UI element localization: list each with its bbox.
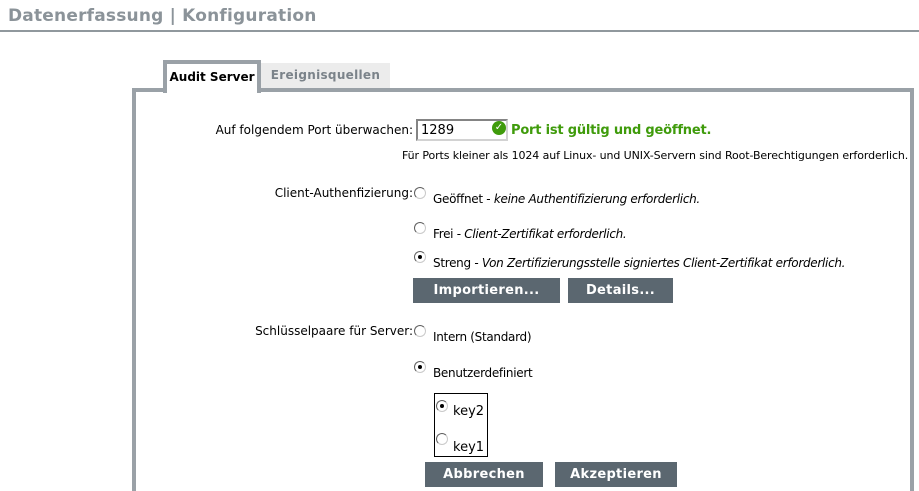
tab-ereignisquellen[interactable]: Ereignisquellen <box>261 63 390 88</box>
panel-border-left <box>132 88 136 491</box>
radio-intern[interactable] <box>414 325 426 337</box>
port-input[interactable] <box>416 119 508 141</box>
port-hint-text: Für Ports kleiner als 1024 auf Linux- un… <box>402 149 909 162</box>
keypair-option-intern-label: Intern (Standard) <box>433 330 532 344</box>
key2-label: key2 <box>453 404 485 419</box>
key1-label: key1 <box>453 440 485 455</box>
details-button[interactable]: Details... <box>568 278 673 303</box>
accept-button[interactable]: Akzeptieren <box>555 462 677 487</box>
client-auth-label: Client-Authenfizierung: <box>274 186 413 200</box>
keypair-option-benutzerdefiniert-label: Benutzerdefiniert <box>433 366 533 380</box>
radio-key2[interactable] <box>436 400 448 412</box>
port-status-text: Port ist gültig und geöffnet. <box>511 123 712 138</box>
radio-frei[interactable] <box>414 222 426 234</box>
panel-border-right <box>910 88 914 491</box>
radio-key1[interactable] <box>436 433 448 445</box>
check-circle-icon: ✓ <box>492 121 506 135</box>
cancel-button[interactable]: Abbrechen <box>425 462 543 487</box>
auth-option-geoeffnet-label: Geöffnet - keine Authentifizierung erfor… <box>433 192 700 206</box>
panel-border-top <box>132 88 914 92</box>
key-list-box <box>434 393 488 457</box>
title-divider <box>0 30 919 32</box>
page-title: Datenerfassung | Konfiguration <box>8 6 317 26</box>
tab-audit-server[interactable]: Audit Server <box>163 60 261 93</box>
auth-option-frei-label: Frei - Client-Zertifikat erforderlich. <box>433 227 627 241</box>
import-button[interactable]: Importieren... <box>413 278 560 303</box>
radio-streng[interactable] <box>414 251 426 263</box>
radio-benutzerdefiniert[interactable] <box>414 361 426 373</box>
port-label: Auf folgendem Port überwachen: <box>215 123 413 137</box>
keypair-label: Schlüsselpaare für Server: <box>255 324 413 338</box>
radio-geoeffnet[interactable] <box>414 187 426 199</box>
auth-option-streng-label: Streng - Von Zertifizierungsstelle signi… <box>433 256 846 270</box>
